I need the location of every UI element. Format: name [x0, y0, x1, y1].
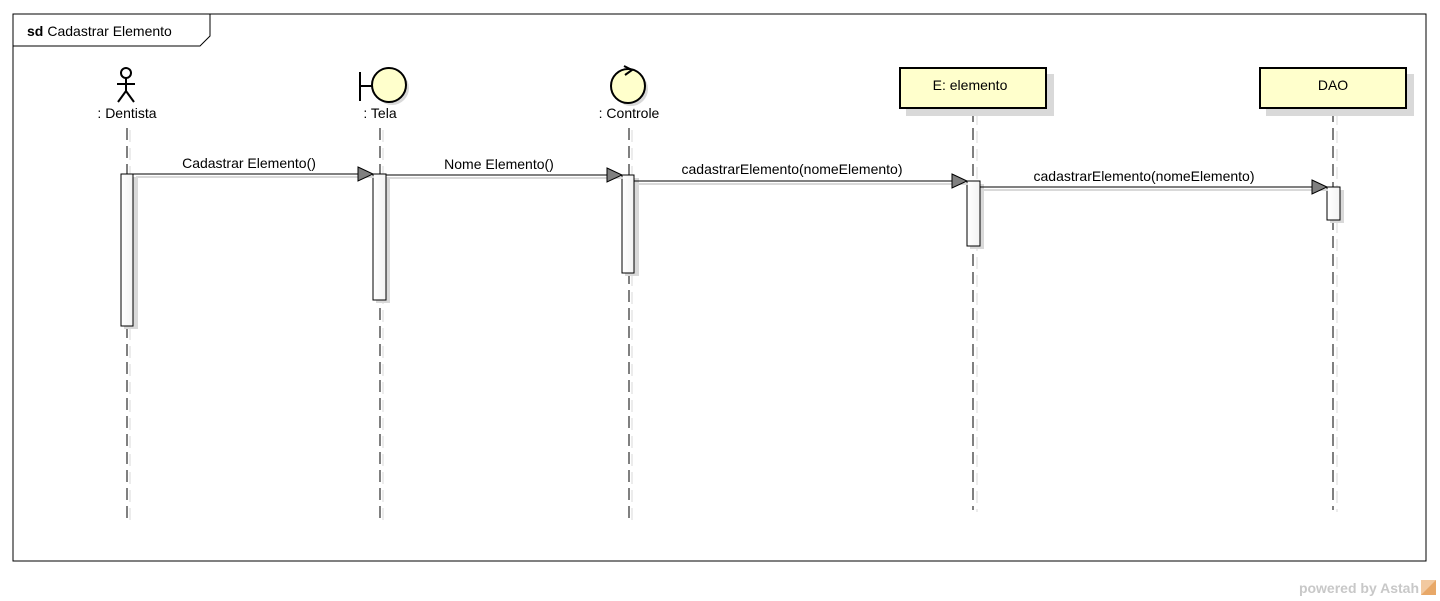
watermark-text: powered by Astah: [1299, 580, 1419, 596]
participant-dao: DAO: [1259, 67, 1414, 116]
message-cadastrar-elemento: Cadastrar Elemento(): [133, 155, 375, 182]
participant-elemento: E: elemento: [899, 67, 1054, 116]
participant-label-controle: : Controle: [599, 105, 660, 121]
participant-label-tela: : Tela: [363, 105, 396, 121]
message-label-4: cadastrarElemento(nomeElemento): [1034, 168, 1255, 184]
activation-dao: [1326, 186, 1341, 221]
frame-keyword-text: sd: [27, 23, 43, 39]
activation-tela: [372, 173, 387, 301]
participant-controle: : Controle: [599, 65, 660, 121]
message-label-3: cadastrarElemento(nomeElemento): [682, 161, 903, 177]
arrow-head-icon: [357, 166, 375, 182]
message-cadastrar-elemento-nome: cadastrarElemento(nomeElemento): [634, 161, 969, 189]
activation-controle: [621, 174, 635, 274]
watermark: powered by Astah: [1299, 580, 1436, 596]
message-nome-elemento: Nome Elemento(): [386, 156, 624, 183]
participant-tela: : Tela: [359, 67, 409, 121]
participant-label-dao: DAO: [1318, 77, 1348, 93]
message-cadastrar-elemento-dao: cadastrarElemento(nomeElemento): [980, 168, 1329, 195]
participant-label-dentista: : Dentista: [97, 105, 156, 121]
participant-label-elemento: E: elemento: [933, 77, 1008, 93]
control-icon: [610, 65, 648, 106]
activation-elemento: [966, 180, 981, 247]
arrow-head-icon: [606, 167, 624, 183]
activation-dentista: [120, 173, 134, 327]
activations: [120, 173, 1344, 329]
message-label-2: Nome Elemento(): [444, 156, 554, 172]
arrow-head-icon: [1311, 179, 1329, 195]
frame-title: Cadastrar Elemento: [47, 23, 172, 39]
astah-logo-icon: [1421, 580, 1436, 595]
actor-icon: [117, 67, 135, 103]
boundary-icon: [359, 67, 409, 105]
message-label-1: Cadastrar Elemento(): [182, 155, 316, 171]
participant-dentista: : Dentista: [97, 67, 157, 121]
arrow-head-icon: [951, 173, 969, 189]
